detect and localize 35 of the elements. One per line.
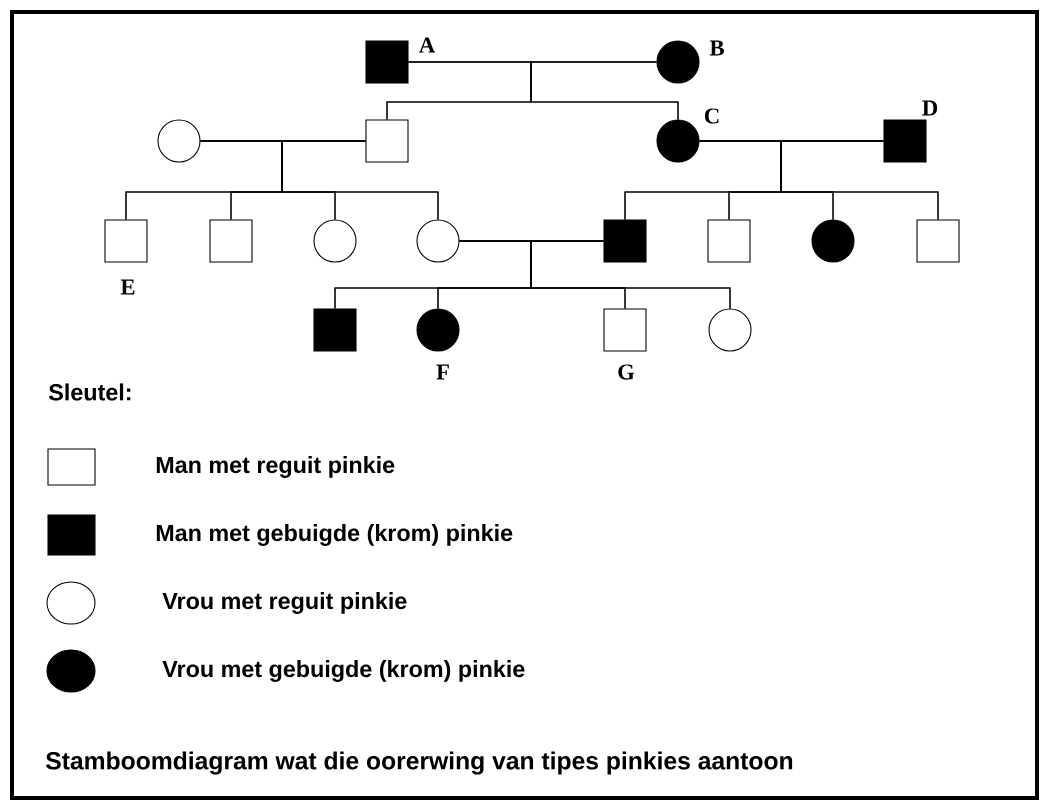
female-circle [157,119,201,163]
person-letter: C [704,108,719,124]
female-circle [811,219,855,263]
male-square [313,308,357,352]
person-letter: B [709,40,724,56]
female-circle [656,40,700,84]
descent-line [780,140,939,220]
caption: Stamboomdiagram wat die oorerwing van tipes pinkies aantoon [46,751,793,775]
descent-line [530,240,731,309]
female-circle [313,219,357,263]
male-square [916,219,960,263]
legend-text: Vrou met reguit pinkie [162,592,407,614]
descent-line [530,61,679,120]
male-square [209,219,253,263]
person-letter: F [436,364,449,380]
person-letter: G [618,364,635,380]
male-square [104,219,148,263]
male-square [883,119,927,163]
legend-text: Man met reguit pinkie [156,456,395,478]
legend-text: Vrou met gebuigde (krom) pinkie [162,660,525,682]
key-heading: Sleutel: [48,383,131,401]
person-letter: E [120,279,135,295]
male-square [365,40,409,84]
descent-line [281,140,439,220]
female-circle [416,308,460,352]
person-letter: A [419,37,436,53]
male-square [603,308,647,352]
male-square [707,219,751,263]
person-letter: D [922,100,938,116]
female-circle [708,308,752,352]
legend-text: Man met gebuigde (krom) pinkie [156,524,513,546]
female-circle [656,119,700,163]
male-square [603,219,647,263]
male-square [365,119,409,163]
female-circle [416,219,460,263]
